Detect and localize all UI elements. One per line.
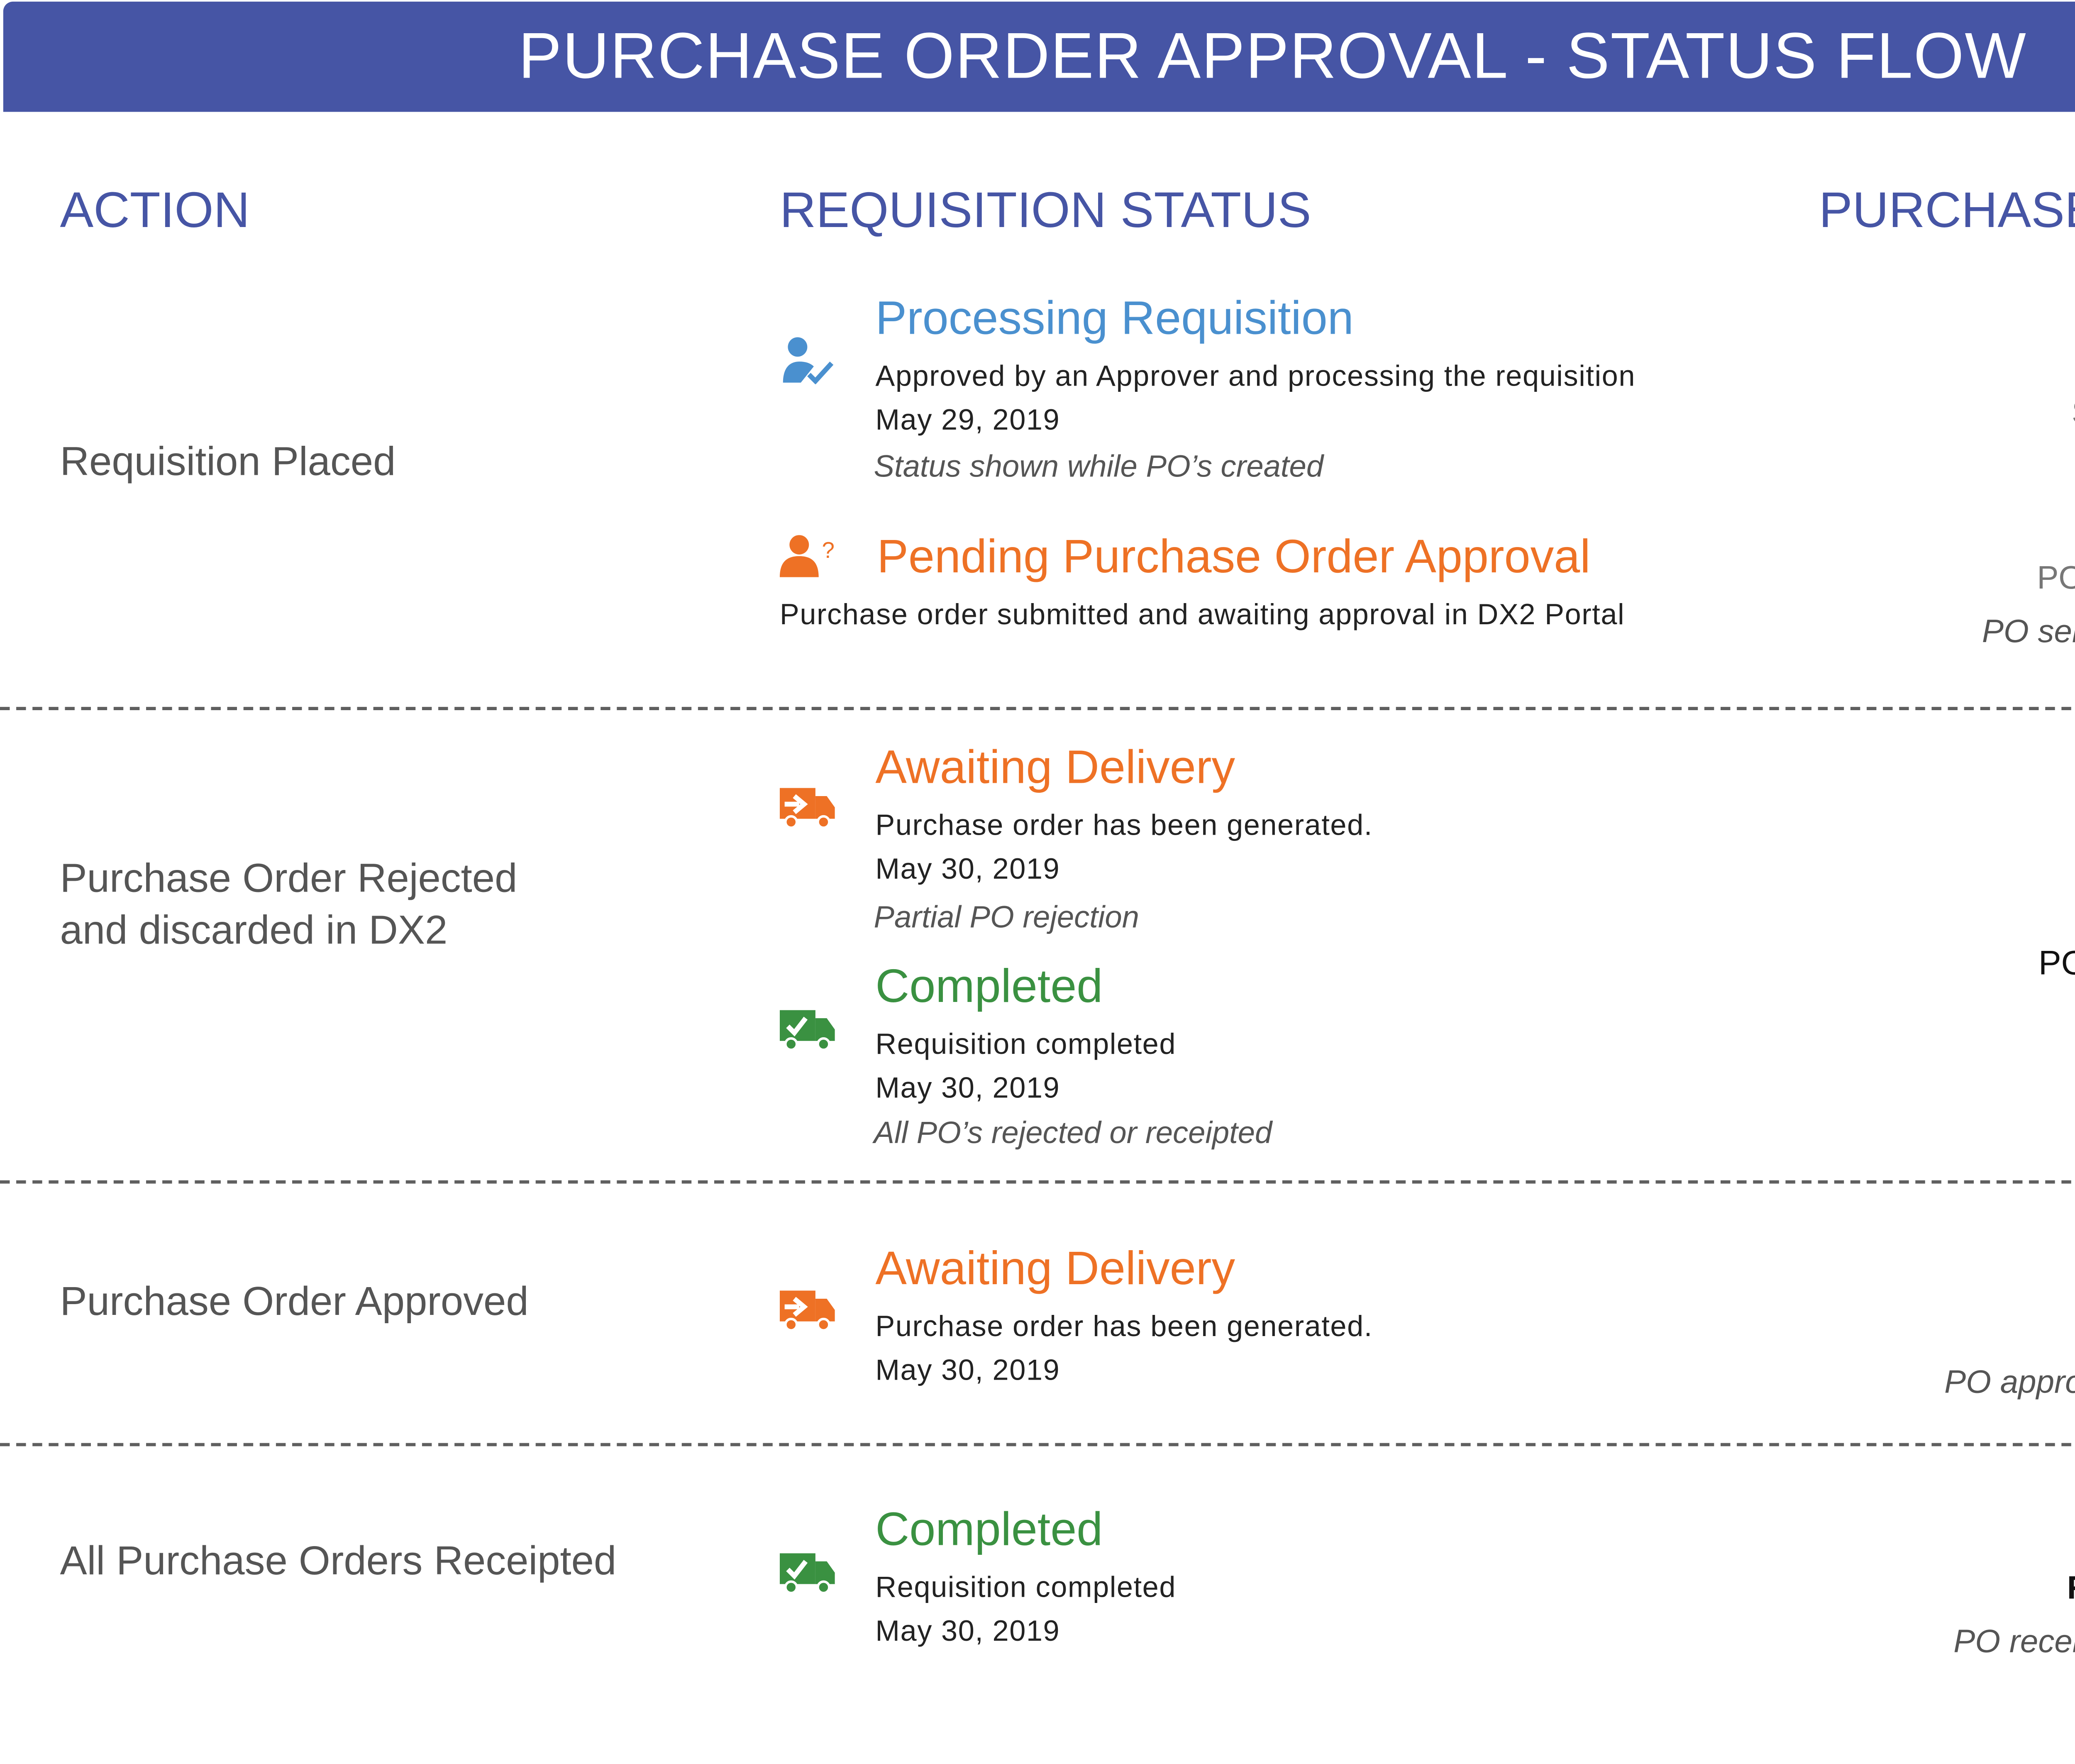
po-status-label: Received xyxy=(1846,1571,2075,1608)
column-header-requisition-status: REQUISITION STATUS xyxy=(779,181,1311,239)
po-status-note: PO approved in DX2 Portal xyxy=(1944,1365,2075,1401)
row-divider xyxy=(0,1180,2075,1184)
req-status-title: Pending Purchase Order Approval xyxy=(877,532,1591,584)
column-header-po-status: PURCHASE ORDER STATUS xyxy=(1819,181,2075,239)
column-header-action: ACTION xyxy=(60,181,250,239)
req-status-description: Requisition completed xyxy=(875,1571,1177,1604)
action-po-approved: Purchase Order Approved xyxy=(60,1279,529,1325)
req-status-description: Purchase order submitted and awaiting ap… xyxy=(779,598,1625,631)
po-status-label: PO Sent xyxy=(1848,1312,2075,1349)
req-status-title: Awaiting Delivery xyxy=(875,743,1235,795)
req-status-date: May 30, 2019 xyxy=(875,853,1060,885)
action-line: Purchase Order Rejected xyxy=(60,856,518,902)
req-status-title: Awaiting Delivery xyxy=(875,1244,1235,1296)
po-status-label: PO Generated xyxy=(2037,561,2075,597)
req-status-description: Requisition completed xyxy=(875,1028,1177,1060)
action-requisition-placed: Requisition Placed xyxy=(60,439,396,485)
req-status-note: Status shown while PO’s created xyxy=(874,450,1324,485)
po-status-received: Received PO receipted in Purchase xyxy=(1846,1483,2075,1662)
po-status-note: PO sent to DX2 Portal xyxy=(1982,614,2075,650)
po-status-rejected: PO Rejected xyxy=(1843,858,2075,984)
title-banner: PURCHASE ORDER APPROVAL - STATUS FLOW xyxy=(3,1,2075,112)
req-status-description: Purchase order has been generated. xyxy=(875,1310,1373,1343)
user-question-icon: ? xyxy=(779,535,835,577)
page-title: PURCHASE ORDER APPROVAL - STATUS FLOW xyxy=(518,20,2027,92)
req-status-note: Partial PO rejection xyxy=(874,901,1139,936)
action-po-rejected: Purchase Order Rejected and discarded in… xyxy=(60,853,518,957)
truck-arrow-icon xyxy=(779,1290,835,1332)
po-status-note: PO receipted in Purchase xyxy=(1953,1625,2075,1661)
req-status-date: May 29, 2019 xyxy=(875,403,1060,436)
svg-text:?: ? xyxy=(822,537,834,563)
req-status-date: May 30, 2019 xyxy=(875,1615,1060,1647)
req-status-date: May 30, 2019 xyxy=(875,1354,1060,1386)
req-status-title: Completed xyxy=(875,1505,1103,1557)
req-status-description: Purchase order has been generated. xyxy=(875,809,1373,842)
truck-check-icon xyxy=(779,1010,835,1051)
truck-check-icon xyxy=(779,1553,835,1594)
po-status-label: PO Rejected xyxy=(2038,945,2075,983)
po-status-sent: PO Sent PO approved in DX2 Portal xyxy=(1848,1224,2075,1402)
req-status-note: All PO’s rejected or receipted xyxy=(874,1117,1272,1151)
po-status-label: Submitted xyxy=(1853,396,2075,433)
req-status-date: May 30, 2019 xyxy=(875,1072,1060,1104)
action-line: and discarded in DX2 xyxy=(60,908,448,953)
action-all-receipted: All Purchase Orders Receipted xyxy=(60,1539,617,1584)
row-divider xyxy=(0,1443,2075,1446)
row-divider xyxy=(0,707,2075,710)
req-status-title: Completed xyxy=(875,961,1103,1014)
po-status-generated: PO Generated PO sent to DX2 Portal xyxy=(1850,474,2075,652)
req-status-description: Approved by an Approver and processing t… xyxy=(875,360,1636,393)
user-check-icon xyxy=(783,337,834,384)
truck-arrow-icon xyxy=(779,788,835,829)
req-status-title: Processing Requisition xyxy=(875,293,1354,346)
po-status-submitted: Submitted xyxy=(1853,308,2075,433)
